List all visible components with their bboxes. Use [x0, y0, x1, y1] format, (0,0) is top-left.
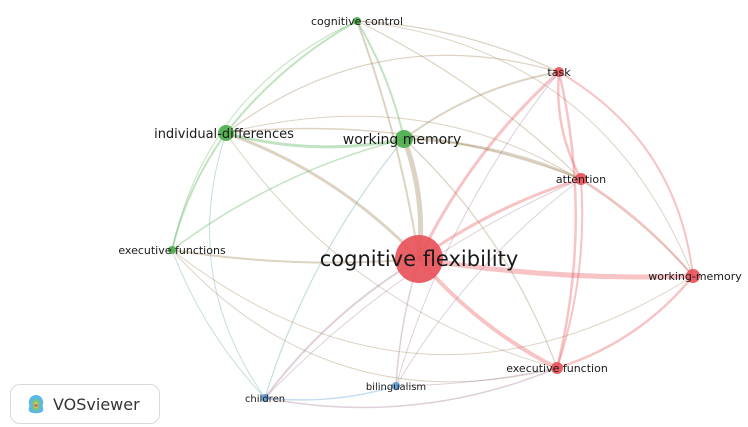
network-link-cognitive-flexibility-working-memory-2 [416, 256, 696, 280]
node-executive-function[interactable] [551, 362, 563, 374]
network-link-children-executive-function [264, 367, 558, 409]
node-working-memory[interactable] [395, 130, 413, 148]
network-link-task-bilingualism [395, 71, 560, 387]
node-cognitive-flexibility[interactable] [395, 235, 443, 283]
network-link-cognitive-control-attention [356, 20, 582, 180]
network-link-task-executive-function [555, 70, 578, 370]
node-executive-functions[interactable] [168, 246, 176, 254]
node-label-executive-functions[interactable]: executive functions [118, 244, 226, 257]
node-working-memory-2[interactable] [686, 269, 700, 283]
network-link-working-memory-executive-function [403, 138, 558, 369]
network-link-task-attention [556, 70, 583, 181]
network-edges [171, 20, 696, 409]
network-link-working-memory-children [264, 138, 405, 399]
network-link-working-memory-2-executive-function [555, 274, 695, 370]
network-link-cognitive-flexibility-individual-differences [224, 131, 421, 261]
network-link-working-memory-attention [402, 137, 583, 181]
network-link-task-working-memory-2 [558, 71, 694, 277]
network-link-executive-functions-children [171, 249, 266, 399]
network-link-working-memory-task [403, 71, 560, 140]
network-link-cognitive-flexibility-executive-functions [171, 249, 420, 264]
node-children[interactable] [261, 394, 269, 402]
network-link-cognitive-flexibility-cognitive-control [356, 20, 420, 260]
network-link-cognitive-flexibility-children [264, 258, 420, 399]
node-individual-differences[interactable] [218, 125, 234, 141]
node-cognitive-control[interactable] [353, 17, 361, 25]
network-link-individual-differences-executive-functions [171, 132, 227, 251]
node-label-cognitive-control[interactable]: cognitive control [311, 15, 403, 28]
node-attention[interactable] [575, 173, 587, 185]
node-label-cognitive-flexibility[interactable]: cognitive flexibility [320, 247, 519, 271]
network-link-individual-differences-children [209, 132, 266, 399]
node-label-working-memory[interactable]: working memory [343, 132, 461, 148]
network-nodes [168, 17, 700, 402]
network-link-individual-differences-working-memory-2 [225, 115, 694, 277]
network-link-executive-functions-working-memory-2 [171, 249, 694, 356]
network-link-attention-working-memory-2 [580, 178, 694, 277]
node-task[interactable] [554, 67, 564, 77]
network-link-cognitive-control-working-memory-2 [356, 20, 694, 277]
network-link-bilingualism-executive-function [395, 367, 558, 387]
vosviewer-logo-icon [25, 393, 47, 415]
node-label-individual-differences[interactable]: individual-differences [154, 127, 294, 142]
network-labels: cognitive flexibility working memory indiv… [118, 15, 742, 405]
network-link-individual-differences-executive-function [225, 132, 558, 369]
network-link-individual-differences-task [225, 54, 560, 134]
node-label-executive-function[interactable]: executive function [506, 362, 608, 375]
network-link-working-memory-cognitive-control [356, 20, 405, 140]
network-link-attention-executive-function [556, 178, 584, 369]
brand-name: VOSviewer [53, 394, 140, 414]
network-link-attention-bilingualism [395, 178, 582, 387]
network-link-executive-functions-executive-function [171, 249, 558, 383]
node-label-attention[interactable]: attention [556, 173, 606, 186]
node-label-task[interactable]: task [547, 66, 571, 79]
network-link-cognitive-control-executive-functions [171, 20, 358, 251]
network-link-working-memory-individual-differences [224, 131, 406, 149]
network-link-cognitive-control-task [356, 20, 560, 73]
node-label-working-memory-2[interactable]: working-memory [648, 270, 742, 283]
network-link-children-bilingualism [264, 385, 397, 401]
vosviewer-badge[interactable]: VOSviewer [10, 384, 160, 424]
network-link-cognitive-flexibility-task [417, 70, 561, 261]
network-link-individual-differences-cognitive-control [225, 20, 358, 134]
node-label-bilingualism[interactable]: bilingualism [366, 382, 426, 393]
node-label-children[interactable]: children [245, 394, 285, 405]
network-link-working-memory-executive-functions [171, 138, 405, 251]
node-bilingualism[interactable] [392, 382, 400, 390]
